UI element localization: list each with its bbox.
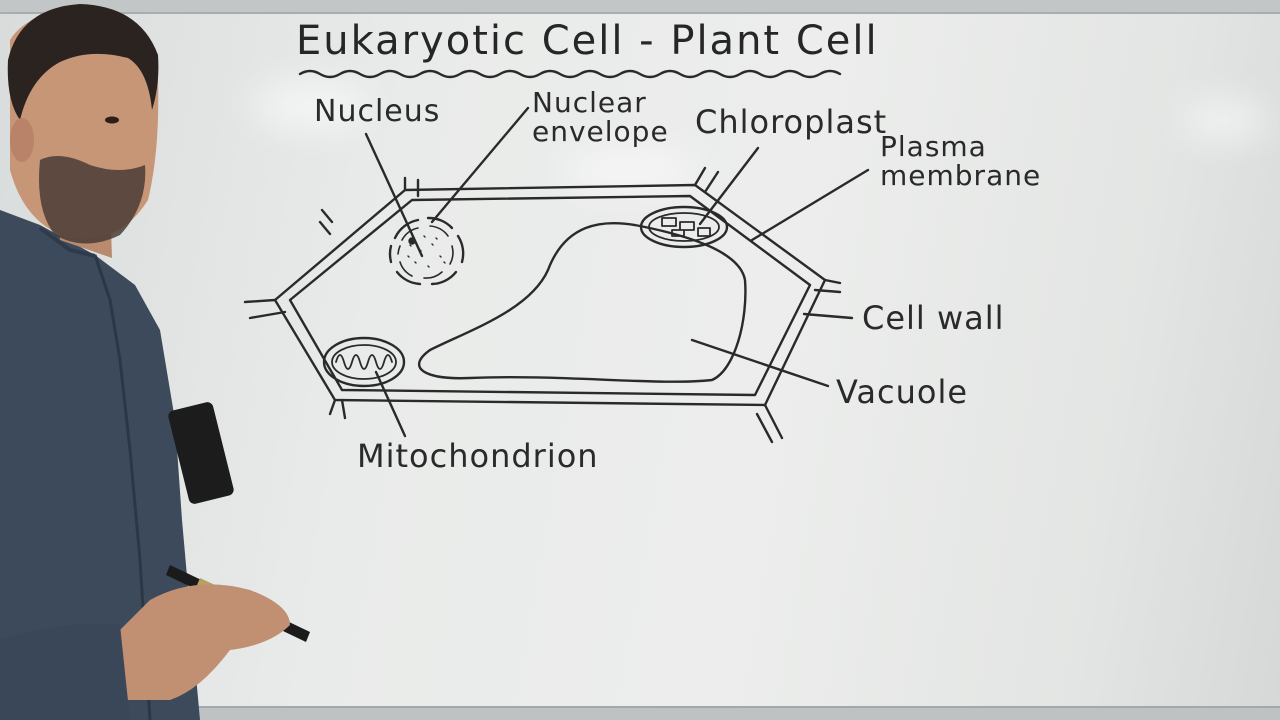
label-plasma-membrane: Plasma membrane (880, 130, 1042, 193)
vacuole-leader (690, 338, 830, 388)
nucleus-leader-dot (408, 237, 416, 245)
whiteboard-bottom-frame (0, 706, 1280, 720)
vacuole-shape (417, 221, 747, 383)
presenter-hand (110, 584, 290, 700)
label-nuclear-envelope: Nuclear envelope (532, 86, 669, 149)
nucleus-leader (364, 132, 424, 258)
presenter-shirt (0, 210, 200, 720)
title-underline (298, 69, 842, 79)
label-nucleus: Nucleus (314, 94, 441, 129)
cell-wall-extension (243, 166, 842, 444)
cell-wall-inner (288, 194, 812, 397)
presenter-beard (39, 156, 146, 244)
mitochondrion-shape (322, 336, 406, 388)
chloroplast-shape (639, 205, 729, 249)
cell-wall-leader (802, 312, 854, 320)
presenter (0, 4, 310, 720)
label-cell-wall: Cell wall (862, 299, 1005, 337)
mitochondrion-leader (374, 370, 407, 438)
label-vacuole: Vacuole (836, 373, 969, 411)
diagram-title: Eukaryotic Cell - Plant Cell (296, 18, 879, 64)
label-mitochondrion: Mitochondrion (357, 437, 599, 475)
plasma-membrane-leader (750, 168, 870, 242)
cell-wall-outer (273, 183, 827, 407)
chloroplast-leader (698, 146, 760, 226)
presenter-hair (7, 4, 159, 120)
label-chloroplast: Chloroplast (695, 103, 888, 141)
nucleus-shape (388, 216, 465, 286)
nuclear-envelope-leader (430, 106, 530, 224)
whiteboard-top-frame (0, 0, 1280, 14)
